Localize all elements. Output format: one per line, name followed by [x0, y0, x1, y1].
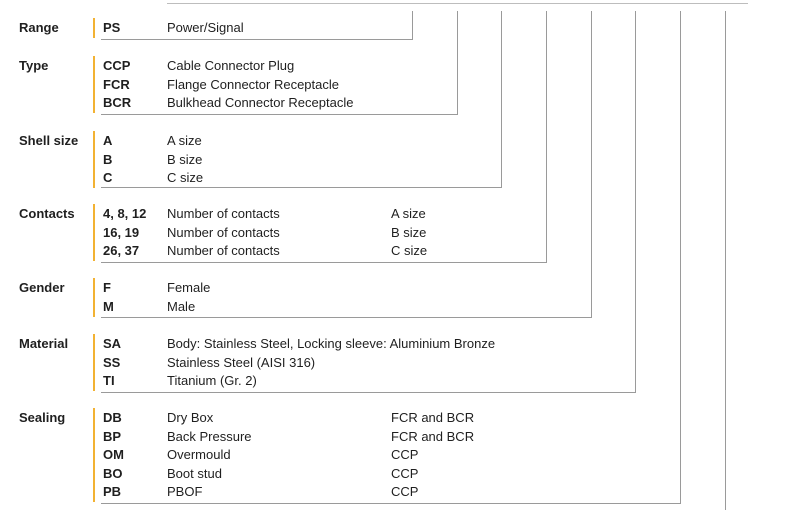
group-label-gender: Gender	[19, 280, 65, 295]
connector-vertical	[457, 11, 458, 115]
option-code: A	[103, 133, 113, 148]
top-rule	[167, 3, 748, 4]
option-code: TI	[103, 373, 115, 389]
accent-bar	[93, 334, 95, 392]
option-note: CCP	[391, 447, 419, 463]
option-description: Number of contacts	[167, 206, 280, 221]
option-note: FCR and BCR	[391, 428, 475, 444]
accent-bar	[93, 56, 95, 114]
option-code: B	[103, 151, 113, 167]
connector-horizontal	[101, 39, 412, 40]
group-label-material: Material	[19, 336, 69, 351]
option-description: Power/Signal	[167, 20, 244, 35]
option-code: C	[103, 170, 113, 186]
connector-horizontal	[101, 262, 546, 263]
option-code: M	[103, 298, 114, 314]
option-note: C size	[391, 243, 428, 259]
option-description: Stainless Steel (AISI 316)	[167, 354, 316, 370]
option-code: CCP	[103, 58, 131, 73]
option-code: 26, 37	[103, 243, 140, 259]
option-code: DB	[103, 410, 122, 425]
connector-horizontal	[101, 503, 680, 504]
accent-bar	[93, 18, 95, 38]
option-code: SS	[103, 354, 121, 370]
group-label-contacts: Contacts	[19, 206, 75, 221]
connector-horizontal	[101, 114, 457, 115]
option-description: Cable Connector Plug	[167, 58, 295, 73]
connector-horizontal	[101, 317, 591, 318]
option-code: PB	[103, 484, 122, 500]
option-note: FCR and BCR	[391, 410, 475, 425]
option-note: A size	[391, 206, 426, 221]
group-label-sealing: Sealing	[19, 410, 66, 425]
option-description: Titanium (Gr. 2)	[167, 373, 257, 389]
option-description: Number of contacts	[167, 224, 280, 240]
option-description: Flange Connector Receptacle	[167, 76, 339, 92]
accent-bar	[93, 408, 95, 503]
group-label-type: Type	[19, 58, 49, 73]
connector-vertical	[501, 11, 502, 188]
option-note: CCP	[391, 465, 419, 481]
option-description: Male	[167, 298, 196, 314]
option-description: Overmould	[167, 447, 231, 463]
connector-vertical	[546, 11, 547, 263]
group-label-range: Range	[19, 20, 59, 35]
connector-horizontal	[101, 187, 501, 188]
option-description: Bulkhead Connector Receptacle	[167, 95, 354, 111]
option-code: OM	[103, 447, 124, 463]
option-note: CCP	[391, 484, 419, 500]
option-description: Back Pressure	[167, 428, 252, 444]
option-code: F	[103, 280, 111, 295]
connector-vertical	[591, 11, 592, 318]
accent-bar	[93, 131, 95, 189]
option-description: Dry Box	[167, 410, 214, 425]
connector-vertical	[725, 11, 726, 510]
option-description: Number of contacts	[167, 243, 280, 259]
option-code: 16, 19	[103, 224, 140, 240]
option-code: FCR	[103, 76, 130, 92]
option-code: BO	[103, 465, 123, 481]
option-description: PBOF	[167, 484, 203, 500]
group-label-shell-size: Shell size	[19, 133, 79, 148]
connector-vertical	[635, 11, 636, 393]
option-code: BCR	[103, 95, 132, 111]
connector-horizontal	[101, 392, 635, 393]
option-description: Female	[167, 280, 211, 295]
option-code: BP	[103, 428, 122, 444]
option-description: A size	[167, 133, 202, 148]
option-description: B size	[167, 151, 203, 167]
option-description: C size	[167, 170, 204, 186]
accent-bar	[93, 278, 95, 317]
connector-vertical	[412, 11, 413, 40]
option-code: SA	[103, 336, 122, 351]
option-code: PS	[103, 20, 121, 35]
connector-vertical	[680, 11, 681, 504]
accent-bar	[93, 204, 95, 262]
option-description: Boot stud	[167, 465, 222, 481]
option-code: 4, 8, 12	[103, 206, 147, 221]
option-note: B size	[391, 224, 427, 240]
option-description: Body: Stainless Steel, Locking sleeve: A…	[167, 336, 496, 351]
